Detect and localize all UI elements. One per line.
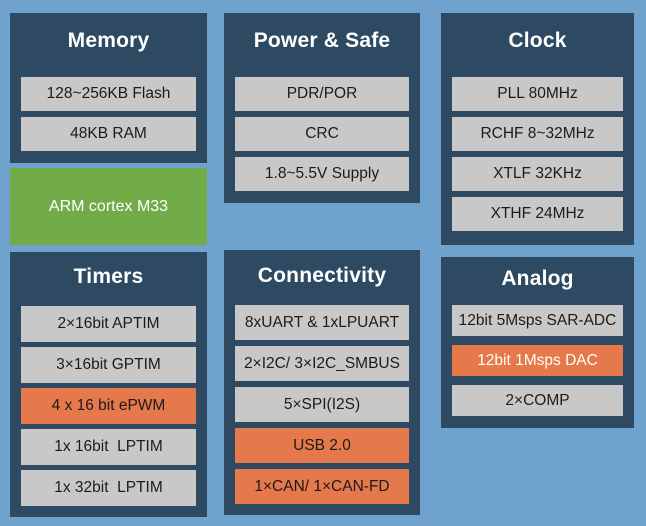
connectivity-items: 8xUART & 1xLPUART 2×I2C/ 3×I2C_SMBUS 5×S…	[224, 305, 420, 504]
feature-item-dac: 12bit 1Msps DAC	[452, 345, 623, 376]
clock-panel-title: Clock	[508, 29, 567, 52]
clock-items: PLL 80MHz RCHF 8~32MHz XTLF 32KHz XTHF 2…	[441, 77, 634, 231]
feature-item-crc: CRC	[235, 117, 409, 151]
feature-item-i2c: 2×I2C/ 3×I2C_SMBUS	[235, 346, 409, 381]
feature-item-aptim: 2×16bit APTIM	[21, 306, 196, 342]
analog-items: 12bit 5Msps SAR-ADC 12bit 1Msps DAC 2×CO…	[441, 305, 634, 416]
feature-item-lptim-32: 1x 32bit LPTIM	[21, 470, 196, 506]
feature-item-supply: 1.8~5.5V Supply	[235, 157, 409, 191]
feature-item-usb: USB 2.0	[235, 428, 409, 463]
feature-item-xtlf: XTLF 32KHz	[452, 157, 623, 191]
feature-item-flash: 128~256KB Flash	[21, 77, 196, 111]
feature-item-comp: 2×COMP	[452, 385, 623, 416]
analog-panel-title: Analog	[501, 267, 574, 290]
connectivity-panel: Connectivity 8xUART & 1xLPUART 2×I2C/ 3×…	[224, 250, 420, 515]
timers-panel: Timers 2×16bit APTIM 3×16bit GPTIM 4 x 1…	[10, 252, 207, 517]
timers-panel-title: Timers	[73, 265, 144, 288]
feature-item-epwm: 4 x 16 bit ePWM	[21, 388, 196, 424]
power-safe-panel-title: Power & Safe	[253, 29, 391, 52]
feature-item-ram: 48KB RAM	[21, 117, 196, 151]
feature-item-xthf: XTHF 24MHz	[452, 197, 623, 231]
feature-item-uart: 8xUART & 1xLPUART	[235, 305, 409, 340]
clock-panel: Clock PLL 80MHz RCHF 8~32MHz XTLF 32KHz …	[441, 13, 634, 245]
feature-item-spi: 5×SPI(I2S)	[235, 387, 409, 422]
analog-panel: Analog 12bit 5Msps SAR-ADC 12bit 1Msps D…	[441, 257, 634, 428]
power-safe-panel: Power & Safe PDR/POR CRC 1.8~5.5V Supply	[224, 13, 420, 203]
feature-item-rchf: RCHF 8~32MHz	[452, 117, 623, 151]
memory-panel: Memory 128~256KB Flash 48KB RAM	[10, 13, 207, 163]
arm-core-block: ARM cortex M33	[10, 168, 207, 245]
memory-items: 128~256KB Flash 48KB RAM	[10, 77, 207, 151]
feature-item-lptim-16: 1x 16bit LPTIM	[21, 429, 196, 465]
power-safe-items: PDR/POR CRC 1.8~5.5V Supply	[224, 77, 420, 191]
feature-item-pdr-por: PDR/POR	[235, 77, 409, 111]
timers-items: 2×16bit APTIM 3×16bit GPTIM 4 x 16 bit e…	[10, 306, 207, 506]
feature-item-adc: 12bit 5Msps SAR-ADC	[452, 305, 623, 336]
connectivity-panel-title: Connectivity	[257, 263, 387, 287]
feature-item-pll: PLL 80MHz	[452, 77, 623, 111]
feature-item-gptim: 3×16bit GPTIM	[21, 347, 196, 383]
feature-item-can: 1×CAN/ 1×CAN-FD	[235, 469, 409, 504]
memory-panel-title: Memory	[67, 29, 150, 52]
